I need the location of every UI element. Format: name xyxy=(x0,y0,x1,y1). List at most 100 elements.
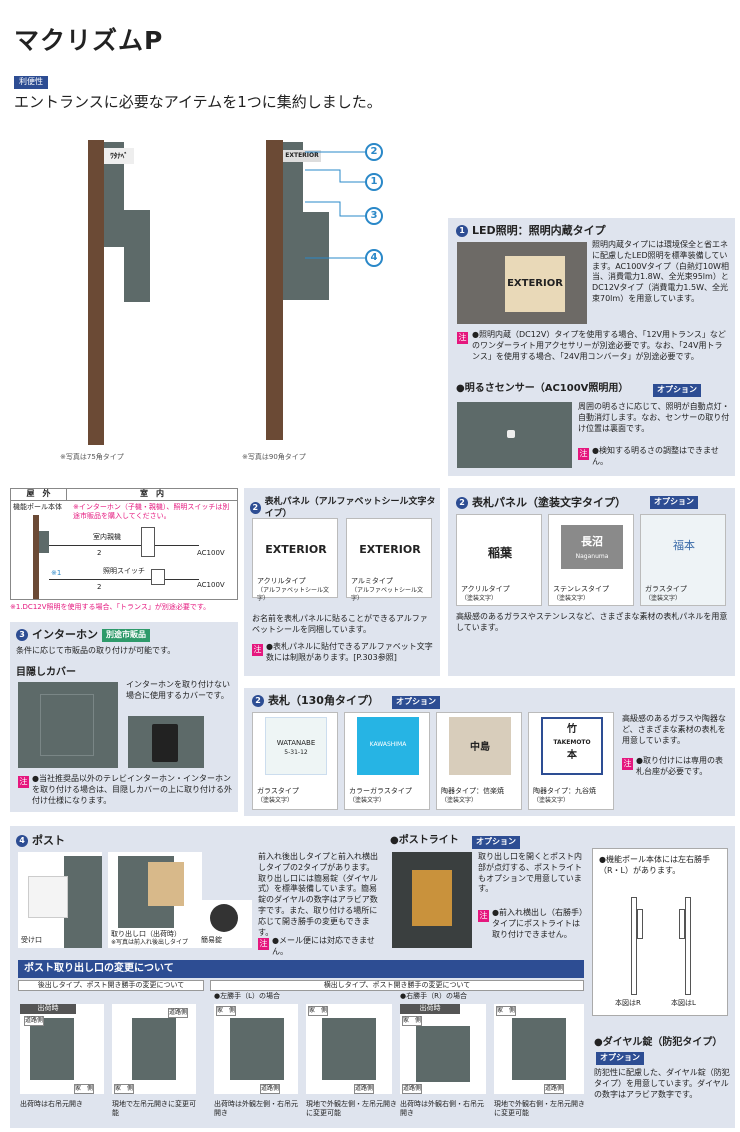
change-cap-1: 出荷時は右吊元開き xyxy=(20,1100,83,1108)
nameplate-num: 2 xyxy=(252,695,264,708)
postlight-note: ●前入れ横出し（右勝手）タイプにポストライトは取り付けできません。 xyxy=(492,908,583,939)
product-pole-right xyxy=(266,140,283,440)
wiring-line-1 xyxy=(49,545,199,546)
intercom-panel: 3 インターホン 別途市販品 条件に応じて市販品の取り付けが可能です。 目隠しカ… xyxy=(10,622,238,812)
intercom-desc: 条件に応じて市販品の取り付けが可能です。 xyxy=(16,646,176,655)
nameplate-glass-face xyxy=(265,717,327,775)
lr-title: ●機能ポール本体には左右勝手（R・L）があります。 xyxy=(599,855,710,875)
sensor-desc: 周囲の明るさに応じて、照明が自動点灯・自動消灯します。なお、センサーの取り付け位… xyxy=(578,402,730,433)
wiring-pole-label: 機能ポール本体 xyxy=(13,503,62,511)
change-fig-1-shipping: 出荷時 xyxy=(20,1004,76,1014)
post-panel: 4 ポスト 受け口 取り出し口（出荷時） ※写真は前入れ後出しタイプ 簡易錠 前… xyxy=(10,826,735,1128)
plate-paint-glass-sub: （塗装文字） xyxy=(645,595,682,602)
wiring-box xyxy=(39,531,49,553)
callout-lines xyxy=(305,151,370,259)
change-fig-4: 家 側 道路側 xyxy=(306,1004,392,1095)
intercom-title: インターホン xyxy=(32,628,98,641)
led-photo: EXTERIOR xyxy=(457,242,587,324)
plate-alpha-aluminum-label: アルミタイプ xyxy=(351,577,393,585)
cover-title: 目隠しカバー xyxy=(16,667,76,678)
post-desc: 前入れ後出しタイプと前入れ横出しタイプの2タイプがあります。取り出し口には簡易錠… xyxy=(258,852,378,937)
post-cap2: 取り出し口（出荷時） xyxy=(111,930,181,938)
plate-alpha-panel: 2 表札パネル（アルファベットシール文字タイプ） EXTERIOR アクリルタイ… xyxy=(244,488,440,676)
plate-paint-glass-label: ガラスタイプ xyxy=(645,585,687,593)
nameplate-note: ●取り付けには専用の表札台座が必要です。 xyxy=(636,756,723,776)
nameplate-header: 2 表札（130角タイプ） xyxy=(252,694,379,709)
change-fig-2-house: 家 側 xyxy=(114,1084,135,1095)
plate-alpha-desc: お名前を表札パネルに貼ることができるアルファベットシールを同梱しています。 xyxy=(252,614,428,634)
led-num: 1 xyxy=(456,225,468,238)
change-cap-4: 現地で外観左側・左吊元開きに変更可能 xyxy=(306,1100,397,1118)
wiring-pole xyxy=(33,515,39,599)
change-fig-6: 家 側 道路側 xyxy=(494,1004,584,1095)
change-fig-2-post xyxy=(132,1018,176,1080)
dial-title: ●ダイヤル錠（防犯タイプ） xyxy=(594,1037,723,1048)
wiring-ac-2: AC100V xyxy=(197,581,225,589)
cover-plate xyxy=(40,694,94,756)
plate-paint-desc: 高級感のあるガラスやステンレスなど、さまざまな素材の表札パネルを用意しています。 xyxy=(456,612,728,632)
led-photo-sign: EXTERIOR xyxy=(505,256,565,312)
change-cap-6: 現地で外観右側・左吊元開きに変更可能 xyxy=(494,1100,585,1118)
plate-paint-title: 表札パネル（塗装文字タイプ） xyxy=(472,496,626,509)
change-fig-6-road: 道路側 xyxy=(544,1084,565,1095)
plate-alpha-aluminum: EXTERIOR アルミタイプ （アルファベットシール文字） xyxy=(346,518,432,602)
nameplate-kutani-label: 陶器タイプ：九谷焼 xyxy=(533,787,596,795)
led-note-mark: 注 xyxy=(457,332,468,344)
led-header: 1 LED照明：照明内蔵タイプ xyxy=(456,224,606,239)
change-fig-4-post xyxy=(322,1018,376,1080)
plate-alpha-header: 2 表札パネル（アルファベットシール文字タイプ） xyxy=(250,496,440,520)
post-cap1: 受け口 xyxy=(21,936,42,944)
led-desc: 照明内蔵タイプには環境保全と省エネに配慮したLED照明を標準装備しています。AC… xyxy=(592,240,729,303)
plate-alpha-note: ●表札パネルに貼付できるアルファベット文字数には制限があります。[P.303参照… xyxy=(266,642,433,662)
plate-paint-acrylic: 稲葉 アクリルタイプ （塗装文字） xyxy=(456,514,542,606)
plate-paint-header: 2 表札パネル（塗装文字タイプ） xyxy=(456,496,626,511)
change-sub1: 後出しタイプ、ポスト開き勝手の変更について xyxy=(18,980,204,992)
plate-paint-panel: 2 表札パネル（塗装文字タイプ） オプション 稲葉 アクリルタイプ （塗装文字）… xyxy=(448,488,735,676)
change-fig-3: 家 側 道路側 xyxy=(214,1004,298,1095)
nameplate-colorglass-face xyxy=(357,717,419,775)
sensor-option-tag: オプション xyxy=(653,384,701,397)
post-photo-outlet-mail xyxy=(148,862,184,906)
wiring-mark: ※1 xyxy=(51,569,62,577)
led-panel: 1 LED照明：照明内蔵タイプ EXTERIOR 照明内蔵タイプには環境保全と省… xyxy=(448,218,735,476)
lr-cap-l: 本図はL xyxy=(671,999,696,1007)
plate-paint-acrylic-sub: （塗装文字） xyxy=(461,595,498,602)
postlight-option-tag: オプション xyxy=(472,836,520,849)
lr-pole-l xyxy=(685,897,691,995)
nameplate-kutani-face xyxy=(541,717,603,775)
plate-alpha-acrylic-text: EXTERIOR xyxy=(265,543,327,556)
post-header: 4 ポスト xyxy=(16,834,65,849)
change-fig-1: 出荷時 道路側 家 側 xyxy=(20,1004,104,1095)
plate-alpha-acrylic: EXTERIOR アクリルタイプ （アルファベットシール文字） xyxy=(252,518,338,602)
cover-desc: インターホンを取り付けない場合に使用するカバーです。 xyxy=(126,680,230,700)
nameplate-kutani-text3: 本 xyxy=(567,750,577,761)
dial-lock-icon xyxy=(210,904,238,932)
plate-alpha-aluminum-text: EXTERIOR xyxy=(359,543,421,556)
post-photo-slot-mail xyxy=(28,876,68,918)
wiring-inside: 室 内 xyxy=(67,489,237,501)
intercom-note-mark: 注 xyxy=(18,776,29,788)
callout-4: 4 xyxy=(365,249,383,267)
lr-pole-r xyxy=(631,897,637,995)
nameplate-colorglass: KAWASHIMA カラーガラスタイプ （塗装文字） xyxy=(344,712,430,810)
change-cap-5: 出荷時は外観右側・右吊元開き xyxy=(400,1100,484,1118)
change-fig-1-road: 道路側 xyxy=(24,1016,45,1027)
sensor-title: ●明るさセンサー（AC100V照明用） xyxy=(456,383,629,394)
change-right-case: ●右勝手（R）の場合 xyxy=(400,992,467,1000)
plate-paint-stainless-face xyxy=(561,525,623,569)
nameplate-glass-label: ガラスタイプ xyxy=(257,787,299,795)
nameplate-kutani: 竹 TAKEMOTO 本 陶器タイプ：九谷焼 （塗装文字） xyxy=(528,712,614,810)
post-photo-outlet: 取り出し口（出荷時） ※写真は前入れ後出しタイプ xyxy=(108,852,202,948)
intercom-tag: 別途市販品 xyxy=(102,629,150,642)
post-num: 4 xyxy=(16,835,28,848)
change-fig-5-post xyxy=(416,1026,470,1082)
lr-unit-l xyxy=(679,909,685,939)
plate-paint-option-tag: オプション xyxy=(650,496,698,509)
dial-option-tag: オプション xyxy=(596,1052,644,1065)
plate-alpha-title: 表札パネル（アルファベットシール文字タイプ） xyxy=(264,497,436,520)
nameplate-glass-text2: 5-31-12 xyxy=(284,749,308,756)
change-sub2: 横出しタイプ、ポスト開き勝手の変更について xyxy=(210,980,584,992)
product-sign-right: EXTERIOR xyxy=(283,150,321,162)
postlight-title: ●ポストライト xyxy=(390,835,459,846)
plate-alpha-aluminum-sub: （アルファベットシール文字） xyxy=(351,587,423,603)
